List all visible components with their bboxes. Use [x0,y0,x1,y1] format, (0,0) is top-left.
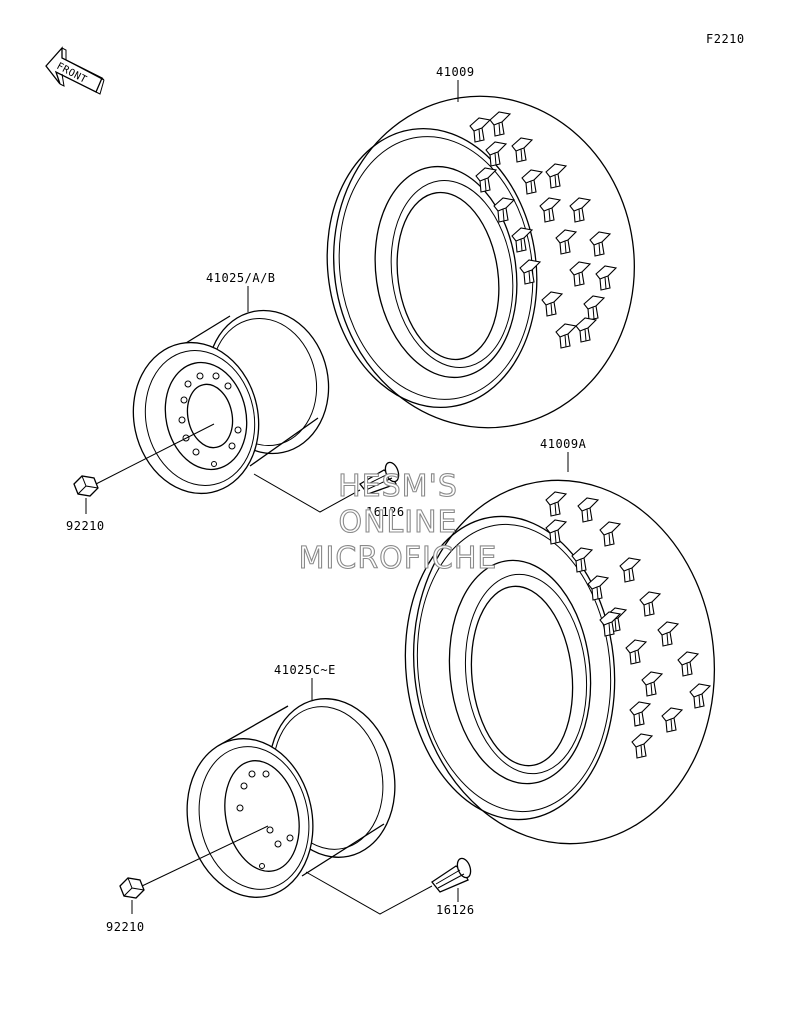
tire-41009A [404,479,716,845]
leader-valve-lower [305,871,433,915]
part-number-41009: 41009 [436,65,475,79]
front-arrow: FRONT [45,46,105,95]
tire-41009 [326,95,635,429]
nut-92210-upper [73,475,99,497]
watermark-line-2: ONLINE [338,505,457,540]
part-number-41009A: 41009A [540,437,587,451]
tread-pattern [545,491,711,759]
part-number-92210-lower: 92210 [106,920,145,934]
leader-valve-upper [253,473,361,513]
rim-41025-A-B [132,309,330,495]
watermark-line-1: HESM'S [338,469,458,504]
rim-41025C-E [186,698,396,898]
part-number-41025C-E: 41025C~E [274,663,336,677]
figure-code: F2210 [706,32,745,46]
part-number-41025-A-B: 41025/A/B [206,271,276,285]
valve-16126-lower [431,857,472,893]
watermark: HESM'S ONLINE MICROFICHE [298,468,498,576]
watermark-line-3: MICROFICHE [299,541,498,576]
part-number-16126-upper: 16126 [366,505,405,519]
part-number-92210-upper: 92210 [66,519,105,533]
valve-16126-upper [359,461,400,495]
axis-line-upper-nut [95,423,215,485]
part-number-16126-lower: 16126 [436,903,475,917]
axis-line-lower-nut [141,825,269,887]
nut-92210-lower [119,877,145,899]
